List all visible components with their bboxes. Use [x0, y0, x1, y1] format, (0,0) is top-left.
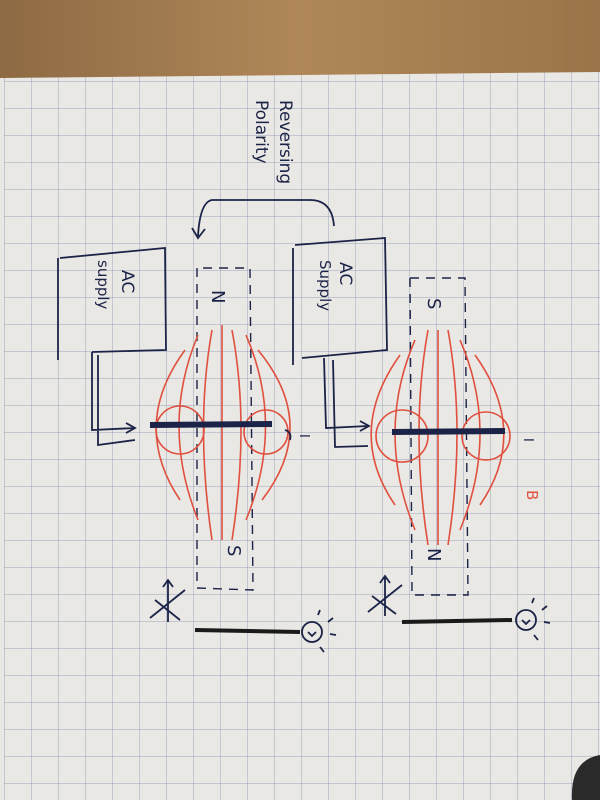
left-bulb-icon	[301, 609, 337, 653]
field-label: B	[523, 490, 541, 500]
left-current-label: I	[296, 434, 311, 438]
reversing-polarity-label: Reversing Polarity	[251, 100, 295, 184]
right-current-label: I	[520, 438, 535, 442]
right-conductor	[391, 428, 506, 435]
left-current-arrow	[284, 429, 292, 441]
right-lamp-wire	[401, 618, 513, 624]
svg-text:AC: AC	[335, 262, 355, 285]
table-background	[0, 0, 600, 80]
notebook-ring	[571, 755, 600, 800]
left-variable-symbol	[149, 578, 186, 622]
svg-text:Supply: Supply	[316, 260, 334, 311]
svg-text:Polarity: Polarity	[251, 100, 271, 164]
left-magnet-top-pole: N	[207, 290, 228, 303]
left-magnet: N S	[196, 267, 254, 591]
right-ac-supply: AC Supply	[292, 237, 388, 448]
right-magnet: S N	[409, 277, 469, 596]
right-bulb-icon	[515, 597, 551, 641]
left-conductor	[149, 421, 273, 428]
svg-text:AC: AC	[117, 270, 137, 293]
right-variable-symbol	[367, 574, 403, 616]
reversing-arrow	[191, 199, 335, 240]
svg-text:Reversing: Reversing	[275, 100, 295, 184]
left-ac-supply: AC supply	[57, 247, 167, 447]
left-lamp-wire	[194, 628, 301, 634]
left-magnet-bottom-pole: S	[223, 545, 244, 556]
right-magnet-top-pole: S	[423, 298, 444, 309]
right-magnet-bottom-pole: N	[423, 548, 444, 561]
svg-text:supply: supply	[94, 260, 112, 310]
